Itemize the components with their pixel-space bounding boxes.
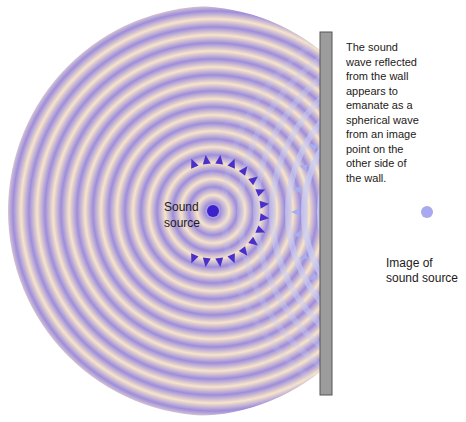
wave-arrow <box>239 166 248 176</box>
wave-arrow <box>191 159 198 169</box>
wave-arrow <box>255 225 265 232</box>
reflected-arrow <box>291 209 299 216</box>
wave-arrow <box>260 213 269 221</box>
wave-arrow <box>248 237 258 246</box>
reflected-arrow <box>299 252 308 259</box>
reflected-ring <box>256 41 466 383</box>
wave-arrow <box>260 201 269 209</box>
wave-arrow <box>255 189 265 196</box>
wave-arrow <box>227 253 234 263</box>
wave-arrow <box>239 246 248 256</box>
wave-arrow <box>227 159 234 169</box>
source-label: Sound source <box>164 199 208 231</box>
image-source-dot <box>421 206 433 218</box>
wave-arrow <box>215 155 223 164</box>
reflected-arrow <box>299 165 308 172</box>
explanation-note: The sound wave reflected from the wall a… <box>346 40 422 185</box>
wave-arrow <box>215 258 223 267</box>
sound-source-dot <box>207 205 219 217</box>
reflected-arrow <box>309 273 318 280</box>
reflected-wave-rings <box>208 0 466 422</box>
reflected-arrow <box>293 231 301 238</box>
wall <box>320 32 332 395</box>
wave-arrows <box>191 125 331 300</box>
reflected-ring <box>208 0 466 422</box>
wave-arrow <box>203 155 211 164</box>
wave-arrow <box>191 253 198 263</box>
wave-arrow <box>203 258 211 267</box>
reflected-arrow <box>309 144 318 151</box>
reflected-arrow <box>293 186 301 193</box>
wave-arrow <box>248 177 258 186</box>
image-label: Image of sound source <box>386 256 462 286</box>
